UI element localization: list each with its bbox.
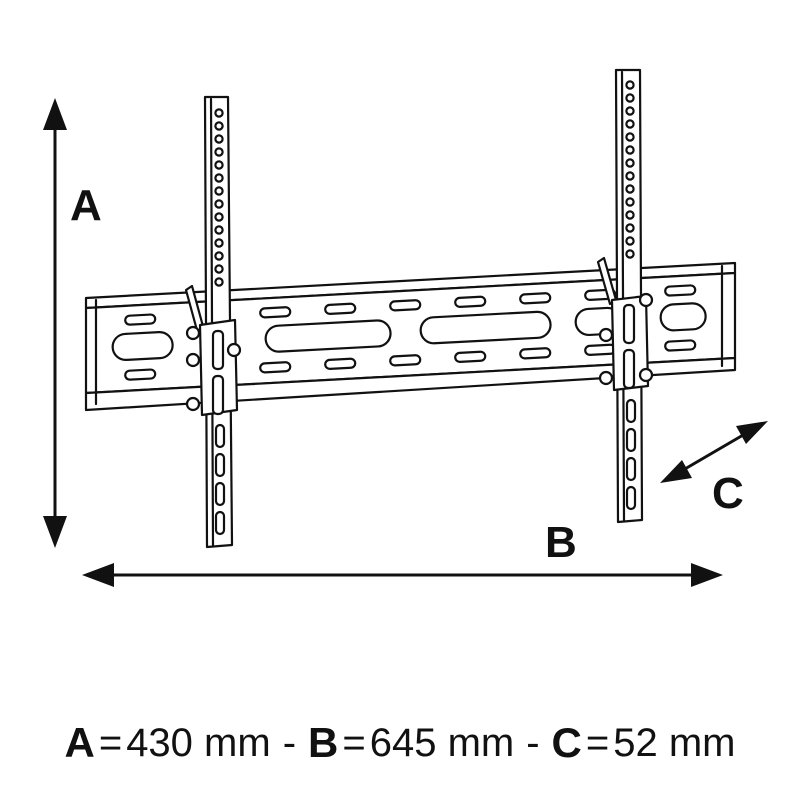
caption-a-key: A: [64, 719, 95, 766]
dimension-c-label: C: [712, 469, 744, 518]
rail-slots: [111, 284, 707, 381]
bracket-hole: [214, 121, 224, 131]
caption-b-equals: =: [342, 720, 366, 765]
bracket-hole: [625, 80, 635, 90]
rail-wide-slot: [659, 302, 707, 332]
dimension-c-arrow: [660, 421, 768, 483]
rail-slot: [389, 299, 422, 312]
dimension-b-label: B: [545, 518, 577, 567]
dimensions-caption: A = 430 mm - B = 645 mm - C = 52 mm: [0, 708, 800, 778]
rail-slot: [664, 284, 697, 297]
bracket-hole: [625, 93, 635, 103]
bracket-slot: [625, 456, 637, 482]
bracket-hole: [214, 225, 224, 235]
rail-slot: [519, 292, 552, 305]
dimension-b-arrow: [82, 563, 723, 587]
bracket-hole: [625, 171, 635, 181]
wall-rail: [84, 261, 737, 412]
caption-b-value: 645 mm: [369, 720, 515, 765]
caption-b-key: B: [308, 719, 339, 766]
caption-a-value: 430 mm: [126, 720, 271, 765]
bracket-hole: [625, 249, 635, 259]
bracket-hole: [214, 173, 224, 183]
caption-c-equals: =: [585, 720, 610, 765]
caption-c-key: C: [551, 719, 582, 766]
right-bracket-arm: [596, 68, 654, 524]
dimension-a-label: A: [70, 181, 102, 230]
bracket-hole: [625, 119, 635, 129]
bracket-hole: [214, 134, 224, 144]
bracket-hole: [214, 212, 224, 222]
rail-slot: [124, 368, 157, 381]
bracket-slot: [214, 452, 226, 478]
rail-slot: [389, 354, 422, 367]
bracket-hole: [214, 264, 224, 274]
caption-separator-2: -: [526, 720, 540, 765]
bracket-hole: [625, 132, 635, 142]
rail-wide-slot: [419, 310, 552, 345]
bracket-hole: [214, 108, 224, 118]
rail-slot: [324, 357, 357, 370]
rail-slot: [259, 361, 292, 374]
left-bracket-arm: [184, 95, 242, 549]
bracket-hole: [625, 223, 635, 233]
bracket-hole: [625, 145, 635, 155]
bracket-hole: [625, 106, 635, 116]
bracket-hole: [214, 147, 224, 157]
bracket-hole: [625, 184, 635, 194]
caption-c-value: 52 mm: [613, 720, 736, 765]
rail-slot: [259, 306, 292, 319]
rail-slot: [454, 350, 487, 363]
bracket-hole: [214, 238, 224, 248]
rail-slot: [584, 343, 617, 356]
rail-slot: [324, 302, 357, 315]
bracket-slot: [625, 398, 637, 424]
rail-slot: [454, 295, 487, 308]
bracket-hole: [214, 186, 224, 196]
bracket-hole: [214, 160, 224, 170]
bracket-slot: [214, 481, 226, 507]
bracket-slot: [625, 485, 637, 511]
bracket-hole: [625, 197, 635, 207]
dimension-a-arrow: [43, 98, 67, 548]
bracket-hole: [625, 158, 635, 168]
caption-separator-1: -: [282, 720, 297, 765]
caption-a-equals: =: [98, 720, 123, 765]
rail-slot: [519, 347, 552, 360]
rail-slot: [664, 339, 697, 352]
rail-wide-slot: [264, 319, 392, 353]
bracket-slot: [625, 427, 637, 453]
bracket-slot: [214, 423, 226, 449]
bracket-hole: [625, 236, 635, 246]
bracket-hole: [625, 210, 635, 220]
bracket-slot: [214, 510, 226, 536]
bracket-hole: [214, 277, 224, 287]
bracket-hole: [214, 251, 224, 261]
bracket-hole: [214, 199, 224, 209]
rail-wide-slot: [111, 331, 174, 361]
rail-slot: [124, 313, 157, 326]
